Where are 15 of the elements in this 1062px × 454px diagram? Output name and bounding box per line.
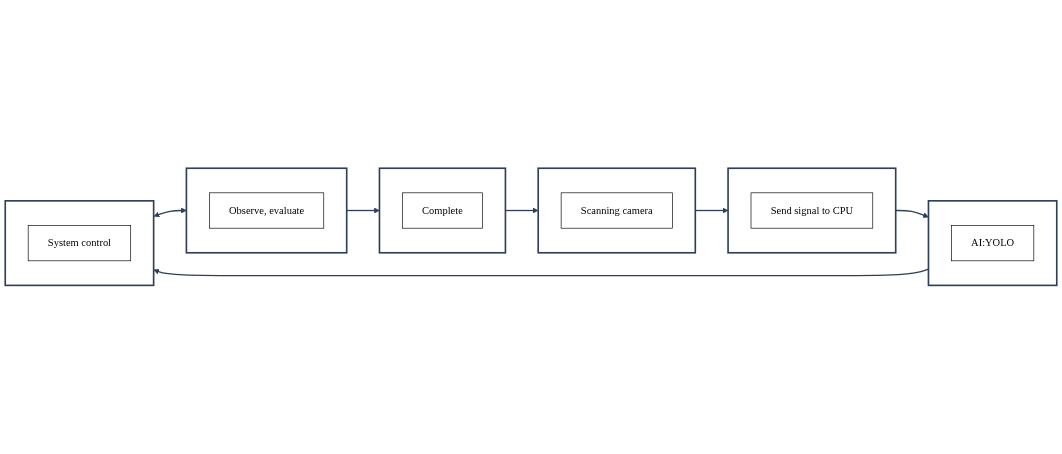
cluster — [727, 167, 897, 254]
arrow — [895, 210, 929, 219]
node-box: Send signal to CPU — [750, 192, 874, 229]
node-box: Complete — [402, 192, 483, 229]
cluster — [927, 200, 1058, 287]
cluster — [4, 200, 155, 287]
node-box: Observe, evaluate — [209, 192, 325, 229]
node-box: System control — [27, 225, 132, 262]
cluster — [185, 167, 348, 254]
node-box: Scanning camera — [560, 192, 673, 229]
arrow — [346, 207, 380, 214]
cluster — [537, 167, 697, 254]
cluster — [378, 167, 507, 254]
arrow — [153, 207, 187, 218]
node-box: AI:YOLO — [951, 225, 1035, 262]
